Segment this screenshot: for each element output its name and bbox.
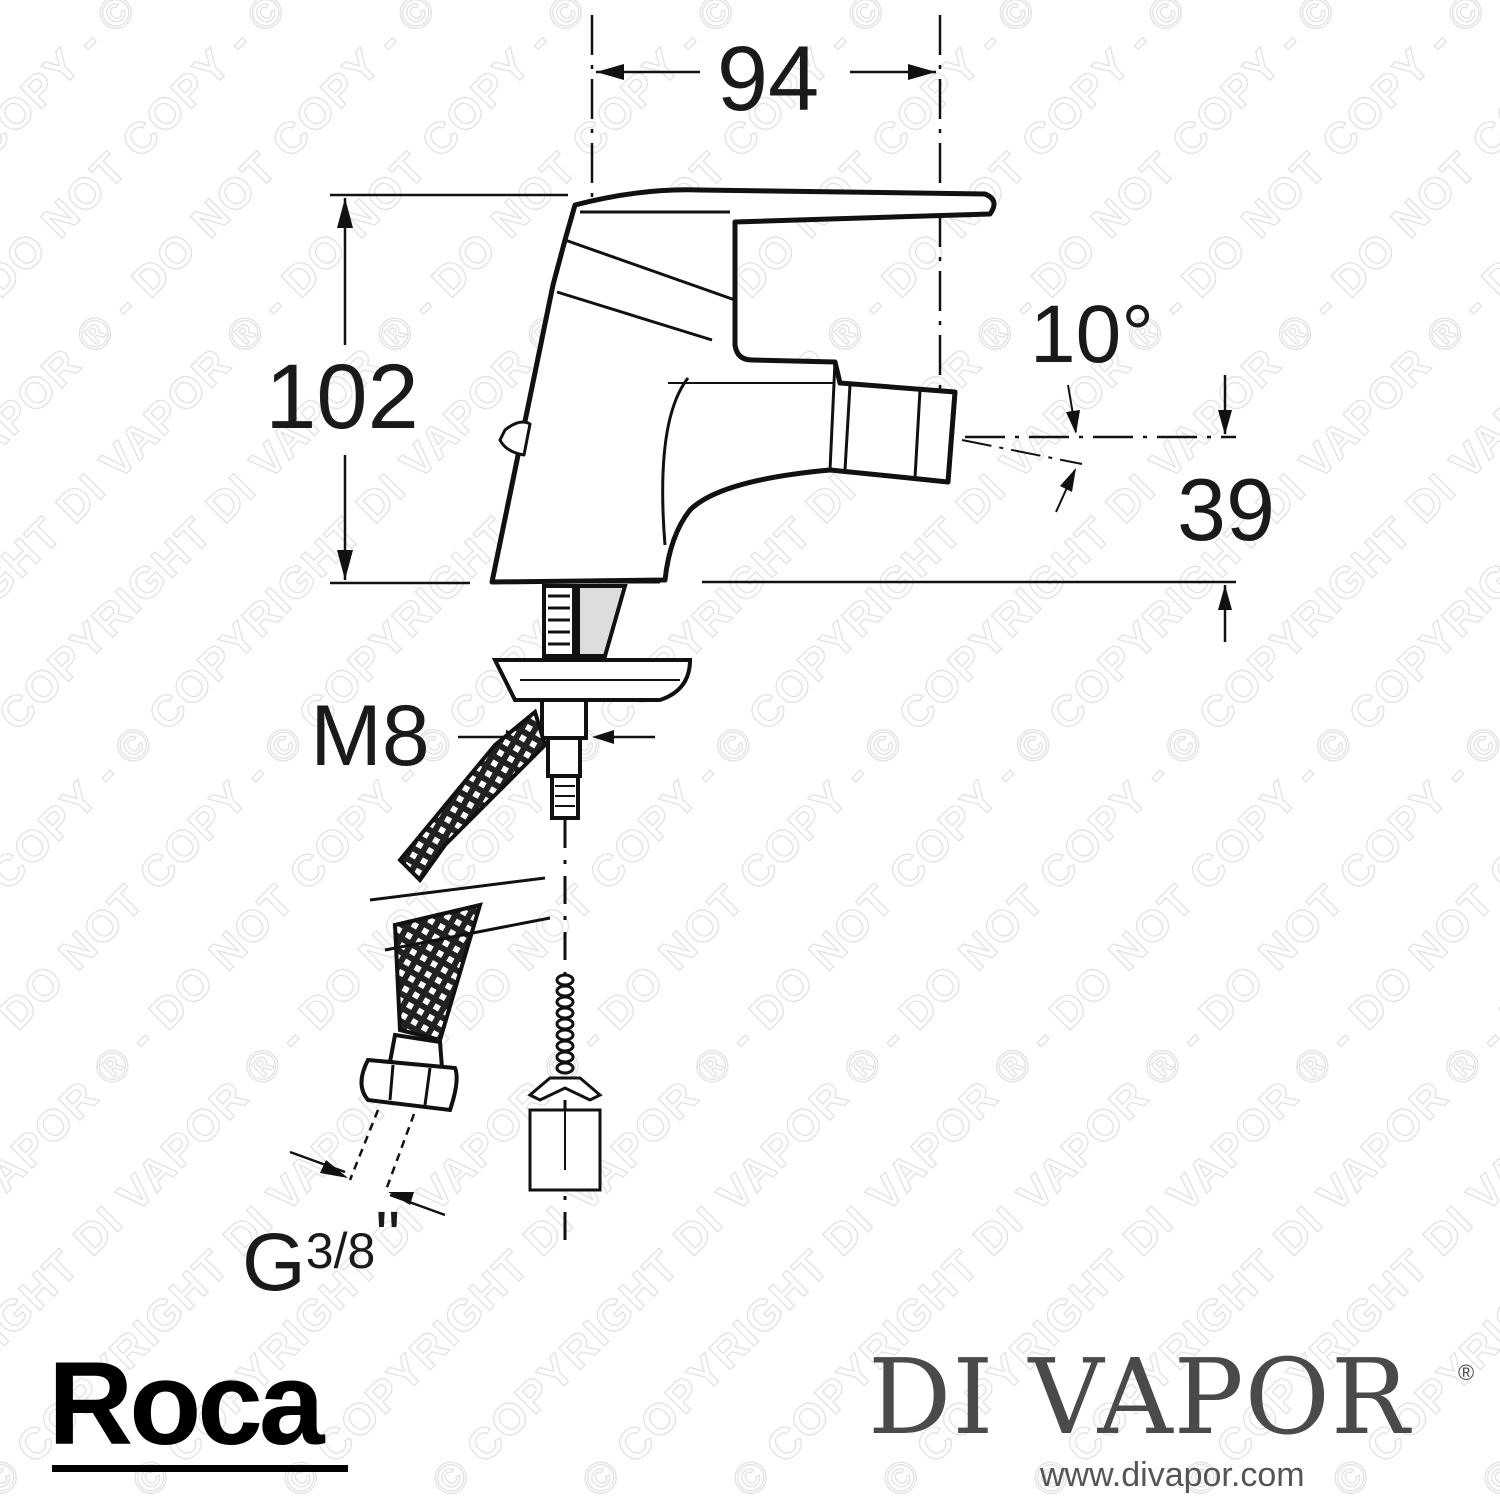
arrow-icon bbox=[337, 198, 353, 228]
faucet-body bbox=[489, 187, 997, 585]
hose-thread-label: G3/8" bbox=[242, 1197, 400, 1308]
chain-and-plug bbox=[527, 973, 603, 1192]
width-label: 94 bbox=[717, 28, 819, 130]
arrow-icon bbox=[388, 1192, 414, 1205]
roca-logo: Roca bbox=[48, 1338, 325, 1470]
chain-bead bbox=[555, 1006, 575, 1020]
chain-bead bbox=[555, 1017, 575, 1031]
arrow-icon bbox=[1066, 410, 1080, 434]
registered-mark: ® bbox=[1458, 1360, 1475, 1385]
thread-label: M8 bbox=[310, 688, 429, 784]
spout-height-label: 39 bbox=[1177, 460, 1275, 559]
chain-bead bbox=[555, 973, 575, 987]
roca-logo-underline bbox=[52, 1465, 348, 1472]
arrow-icon bbox=[908, 64, 936, 80]
divapor-logo: DI VAPOR bbox=[868, 1336, 1411, 1458]
arrow-icon bbox=[320, 1160, 348, 1178]
arrow-icon bbox=[1060, 468, 1076, 492]
dimension-thread: M8 bbox=[310, 688, 655, 784]
dimension-height: 102 bbox=[265, 193, 568, 585]
arrow-icon bbox=[596, 64, 624, 80]
chain-bead bbox=[555, 1061, 575, 1075]
chain-bead bbox=[555, 1028, 575, 1042]
angle-label: 10° bbox=[1030, 289, 1154, 380]
dimension-width: 94 bbox=[590, 15, 942, 590]
chain-bead bbox=[555, 1050, 575, 1064]
arrow-icon bbox=[1218, 410, 1232, 435]
arrow-icon bbox=[1218, 585, 1232, 610]
arrow-icon bbox=[592, 730, 614, 744]
flexible-hose bbox=[359, 708, 551, 1113]
dimension-spout: 39 10° bbox=[702, 289, 1275, 642]
chain-bead bbox=[555, 984, 575, 998]
website-link[interactable]: www.divapor.com bbox=[1040, 1456, 1305, 1494]
arrow-icon bbox=[337, 550, 353, 580]
chain-bead bbox=[555, 1039, 575, 1053]
height-label: 102 bbox=[265, 346, 419, 448]
dimension-hose-thread bbox=[289, 1109, 446, 1217]
chain-bead bbox=[555, 995, 575, 1009]
mounting-assembly bbox=[491, 584, 693, 820]
